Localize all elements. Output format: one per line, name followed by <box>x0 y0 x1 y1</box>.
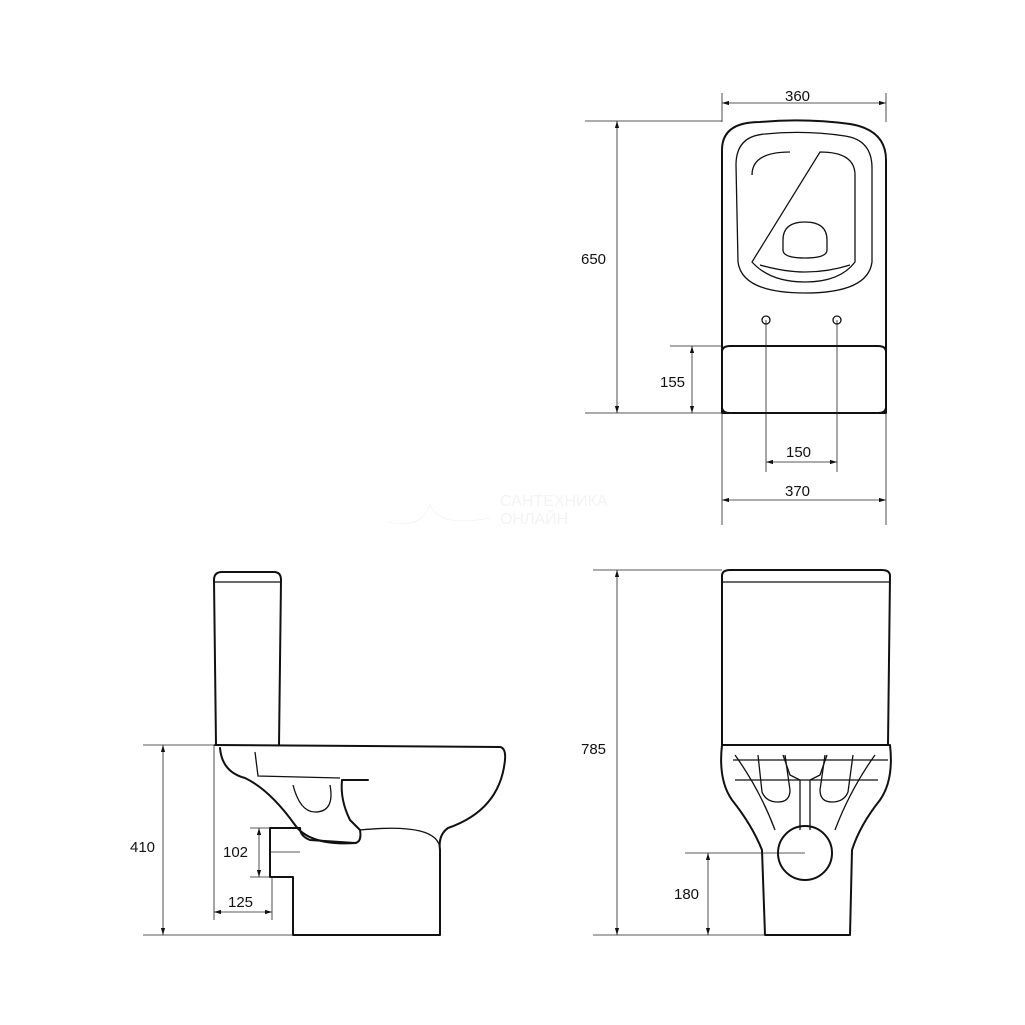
dim-tank-depth: 155 <box>660 374 685 391</box>
dim-outlet-diameter: 102 <box>223 844 248 861</box>
side-view: 410 102 125 <box>130 571 507 936</box>
top-view: 360 650 155 150 370 <box>581 88 887 525</box>
dim-outlet-height: 180 <box>674 886 699 903</box>
dim-width-top: 360 <box>785 88 810 105</box>
dim-seat-height: 410 <box>130 839 155 856</box>
dim-bolt-spacing: 150 <box>786 444 811 461</box>
front-view: 785 180 <box>581 569 892 936</box>
dim-outlet-offset: 125 <box>228 894 253 911</box>
svg-text:САНТЕХНИКА: САНТЕХНИКА <box>500 493 608 510</box>
svg-text:ОНЛАЙН: ОНЛАЙН <box>500 509 568 528</box>
dim-width-bottom: 370 <box>785 483 810 500</box>
dim-total-height: 785 <box>581 741 606 758</box>
watermark: САНТЕХНИКА ОНЛАЙН <box>387 493 608 528</box>
dim-length: 650 <box>581 251 606 268</box>
